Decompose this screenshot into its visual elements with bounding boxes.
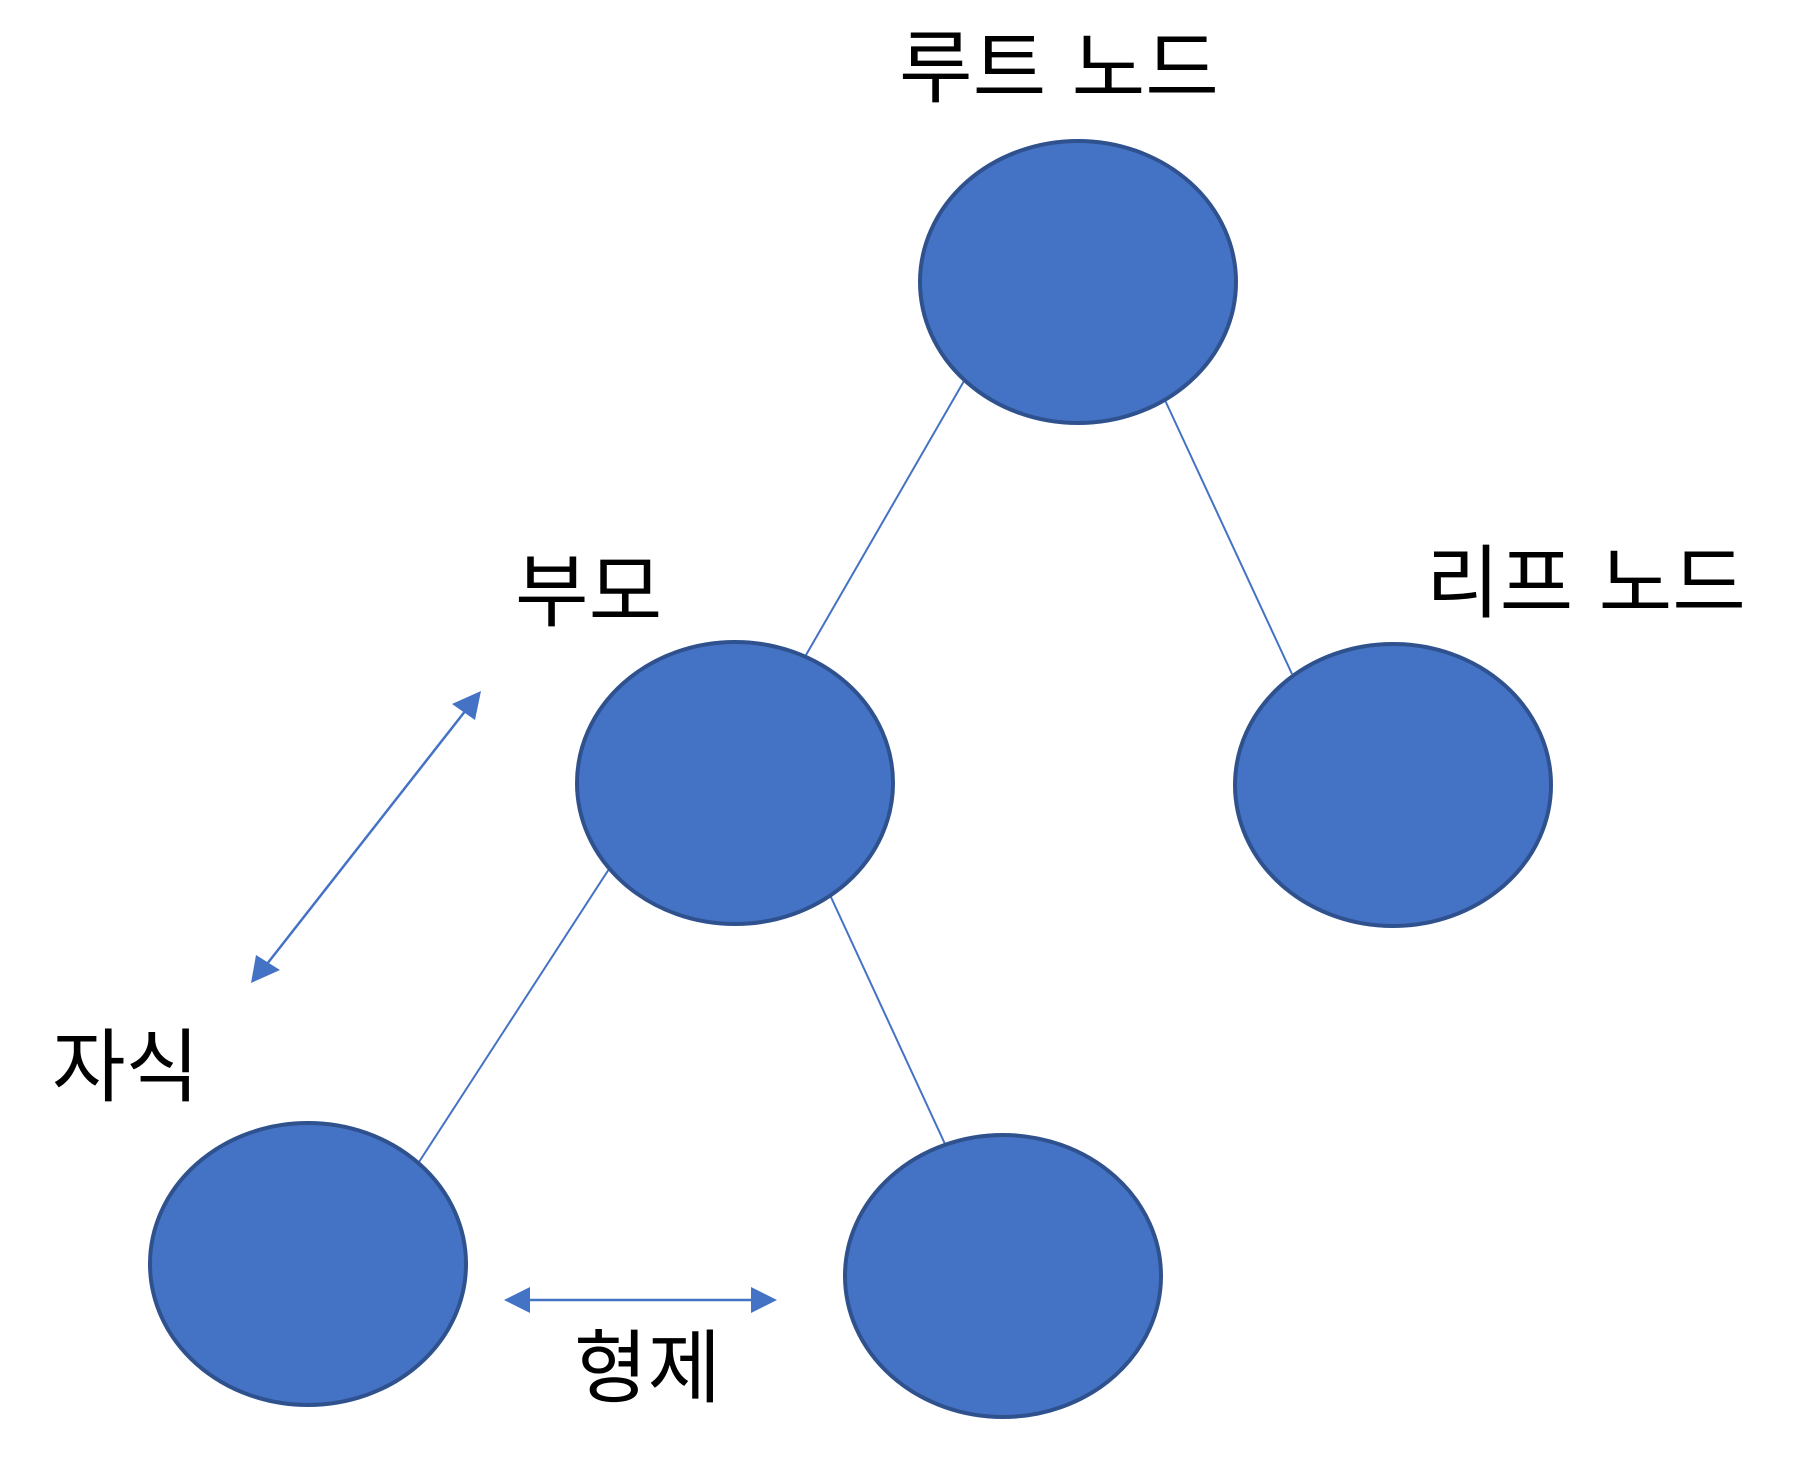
root-node-circle (918, 139, 1238, 425)
sibling-label: 형제 (574, 1322, 721, 1415)
parent-label: 부모 (515, 546, 662, 639)
parent-child-arrow-shaft (266, 709, 467, 965)
edge-root-to-leaf (1163, 397, 1293, 675)
parent-child-arrowhead-top (452, 691, 481, 720)
parent-child-arrow (251, 691, 481, 983)
parent-child-arrowhead-bottom (251, 955, 280, 983)
sibling-arrowhead-right (751, 1287, 777, 1313)
edge-parent-to-sibling (829, 894, 946, 1145)
leaf-node-label: 리프 노드 (1426, 537, 1746, 630)
child-node-circle (148, 1121, 468, 1407)
sibling-arrow (504, 1287, 777, 1313)
leaf-node-circle (1233, 642, 1553, 928)
sibling-arrowhead-left (504, 1287, 530, 1313)
root-node-label: 루트 노드 (899, 22, 1219, 115)
edge-root-to-parent (805, 380, 965, 656)
sibling-node-circle (843, 1133, 1163, 1419)
child-label: 자식 (52, 1021, 199, 1114)
parent-node-circle (575, 640, 895, 926)
edge-parent-to-child (418, 868, 610, 1163)
